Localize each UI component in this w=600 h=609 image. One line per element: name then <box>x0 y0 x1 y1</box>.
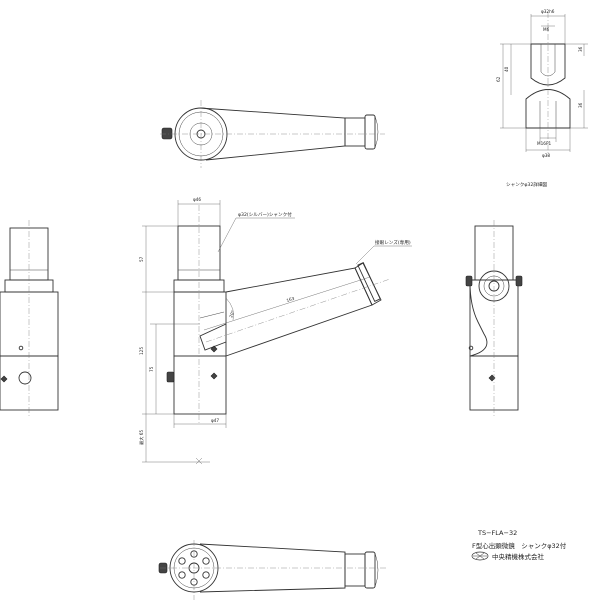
shank-detail-view: φ32h6 M6 62 40 36 36 M16P1 φ38 シャンクφ32詳細… <box>496 9 588 188</box>
dim-38: φ38 <box>542 153 550 158</box>
front-view: φ46 φ32(シルバー)シャンク付 接眼レンズ(専用) 57 125 75 最… <box>138 197 412 465</box>
product-name: F型心出顕微鏡 シャンクφ32付 <box>472 541 567 550</box>
note-shank: φ32(シルバー)シャンク付 <box>238 211 292 218</box>
dim-angle-20: 20° <box>228 310 235 319</box>
dim-shank-diameter: φ32h6 <box>541 9 555 14</box>
dim-36-upper: 36 <box>578 46 583 52</box>
detail-caption: シャンクφ32詳細図 <box>506 181 547 188</box>
note-eyepiece-lens: 接眼レンズ(専用) <box>375 239 411 246</box>
dim-62: 62 <box>496 76 501 82</box>
dim-57: 57 <box>139 256 144 262</box>
dim-75: 75 <box>149 366 154 372</box>
dim-47: φ47 <box>211 418 219 423</box>
title-block: TS−FLA−32 F型心出顕微鏡 シャンクφ32付 中央精機株式会社 <box>471 529 567 561</box>
company-logo <box>471 551 489 561</box>
dim-163: 163 <box>286 296 295 303</box>
model-number: TS−FLA−32 <box>477 529 517 537</box>
dim-m16: M16P1 <box>537 141 551 146</box>
dim-46: φ46 <box>193 197 201 202</box>
left-side-view <box>0 220 59 418</box>
company-name: 中央精機株式会社 <box>492 552 545 561</box>
dim-36-lower: 36 <box>578 102 583 108</box>
top-view <box>160 100 385 168</box>
dim-125: 125 <box>139 347 144 355</box>
bottom-view <box>158 540 388 600</box>
dim-m6: M6 <box>543 27 550 32</box>
dim-max-65: 最大 65 <box>138 430 145 445</box>
right-side-view <box>465 220 523 418</box>
dim-40: 40 <box>504 66 509 72</box>
